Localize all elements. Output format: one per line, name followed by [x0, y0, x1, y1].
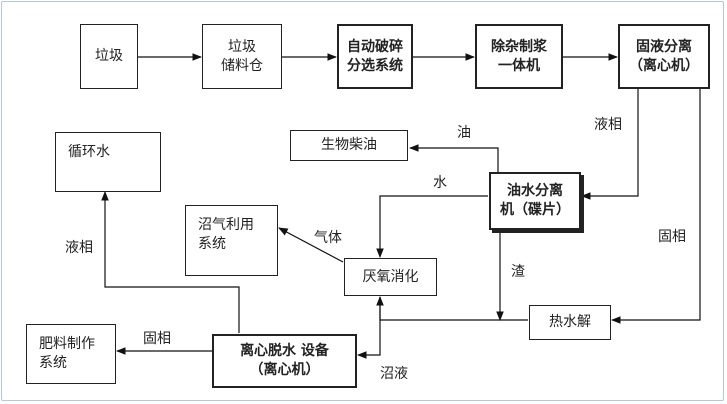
node-circulating-water: 循环水 [55, 132, 161, 192]
node-pulp: 除杂制浆 一体机 [475, 24, 563, 89]
node-garbage: 垃圾 [80, 24, 138, 89]
node-solid-liquid: 固液分离 （离心机） [618, 24, 710, 89]
label-liquid-phase-1: 液相 [594, 117, 622, 133]
node-fertilizer: 肥料制作 系统 [26, 324, 116, 384]
label-residue: 渣 [511, 264, 525, 280]
node-biodiesel: 生物柴油 [290, 130, 408, 161]
node-dewater: 离心脱水 设备 （离心机） [212, 334, 357, 388]
label-solid-phase-1: 固相 [658, 229, 686, 245]
edge-anaerobic-dewater [357, 297, 381, 359]
label-oil: 油 [457, 125, 471, 141]
node-oil-water: 油水分离 机（碟片） [489, 172, 581, 230]
edge-anaerobic-biogas [278, 227, 344, 263]
node-hydrolysis: 热水解 [529, 305, 611, 340]
label-biogas-slurry: 沼液 [380, 366, 408, 382]
node-biogas-use: 沼气利用 系统 [185, 205, 278, 276]
node-storage: 垃圾 储料仓 [202, 24, 282, 89]
label-water: 水 [433, 175, 447, 191]
edge-solidliquid-oilwater [581, 89, 639, 200]
edge-hydrolysis-anaerobic [376, 296, 528, 321]
edge-oilwater-anaerobic [376, 195, 488, 258]
label-liquid-phase-2: 液相 [65, 240, 93, 256]
label-solid-phase-2: 固相 [143, 331, 171, 347]
node-anaerobic: 厌氧消化 [344, 258, 437, 296]
edge-dewater-circulating [101, 191, 240, 333]
edge-oilwater-biodiesel [409, 144, 499, 172]
label-gas: 气体 [314, 230, 342, 246]
edge-solidliquid-hydrolysis [611, 89, 701, 324]
node-crush-sort: 自动破碎 分选系统 [337, 24, 413, 89]
